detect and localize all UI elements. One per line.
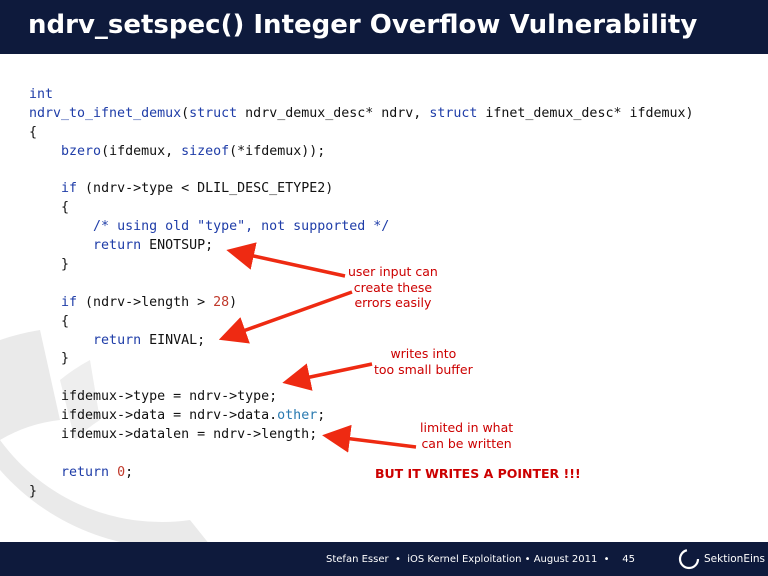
code-text: ENOTSUP;	[141, 238, 214, 254]
code-indent	[29, 181, 61, 196]
code-line: if (ndrv->length > 28)	[29, 294, 694, 313]
annotation-line: create these	[353, 279, 433, 295]
code-line: {	[29, 124, 694, 143]
code-number: 28	[213, 294, 230, 310]
code-text: ifdemux->datalen = ndrv->length;	[29, 427, 318, 443]
code-indent	[29, 295, 61, 310]
annotation-line: errors easily	[354, 295, 432, 310]
code-keyword: return	[93, 332, 142, 348]
code-line: ifdemux->type = ndrv->type;	[29, 388, 694, 407]
code-keyword: sizeof	[181, 143, 230, 159]
code-line: bzero(ifdemux, sizeof(*ifdemux));	[29, 143, 694, 162]
code-line: }	[29, 483, 694, 502]
code-function: bzero	[61, 143, 102, 159]
code-indent	[29, 238, 93, 253]
code-text: (ndrv->length >	[77, 294, 214, 310]
code-line: return ENOTSUP;	[29, 237, 694, 256]
code-line: if (ndrv->type < DLIL_DESC_ETYPE2)	[29, 180, 694, 199]
code-indent	[29, 333, 93, 348]
code-text: ;	[317, 408, 326, 424]
code-text: (ndrv->type < DLIL_DESC_ETYPE2)	[77, 181, 334, 197]
code-line: }	[29, 256, 694, 275]
annotation-line: limited in what	[420, 420, 514, 435]
code-keyword: return	[93, 238, 142, 254]
code-text: }	[29, 257, 70, 273]
code-line: return EINVAL;	[29, 332, 694, 351]
code-line: return 0;	[29, 464, 694, 483]
code-text: ifnet_demux_desc* ifdemux)	[477, 105, 694, 121]
code-text: ifdemux->data = ndrv->data.	[29, 408, 278, 424]
title-bar: ndrv_setspec() Integer Overflow Vulnerab…	[0, 0, 768, 54]
code-keyword: struct	[189, 105, 238, 121]
code-line: ifdemux->data = ndrv->data.other;	[29, 407, 694, 426]
code-text: {	[29, 124, 38, 140]
code-text: ;	[125, 464, 134, 480]
code-indent	[29, 219, 93, 234]
code-keyword: int	[29, 87, 54, 102]
code-line: {	[29, 313, 694, 332]
code-keyword: if	[61, 181, 78, 197]
footer-logo-text: SektionEins	[704, 553, 765, 565]
code-text: }	[29, 483, 38, 499]
code-text	[109, 465, 117, 480]
code-line: }	[29, 350, 694, 369]
code-indent	[29, 144, 61, 159]
code-line: ifdemux->datalen = ndrv->length;	[29, 426, 694, 445]
annotation-line: can be written	[421, 435, 512, 451]
code-text: EINVAL;	[141, 332, 206, 348]
code-blank-line	[29, 162, 694, 181]
annotation-limited-write: limited in what can be written	[420, 420, 513, 451]
footer-bar: Stefan Esser • iOS Kernel Exploitation •…	[0, 542, 768, 576]
code-line: {	[29, 199, 694, 218]
code-text: (	[181, 105, 190, 121]
code-number: 0	[117, 464, 126, 480]
annotation-line: too small buffer	[374, 361, 473, 377]
slide-title: ndrv_setspec() Integer Overflow Vulnerab…	[28, 10, 698, 40]
code-line: /* using old "type", not supported */	[29, 218, 694, 237]
annotation-writes-pointer: BUT IT WRITES A POINTER !!!	[375, 466, 581, 481]
annotation-small-buffer: writes into too small buffer	[374, 346, 473, 377]
footer-text: Stefan Esser • iOS Kernel Exploitation •…	[326, 554, 636, 565]
sektioneins-logo-icon	[678, 548, 700, 570]
code-text: ndrv_demux_desc* ndrv,	[237, 105, 430, 121]
code-keyword: struct	[429, 105, 478, 121]
code-member: other	[277, 408, 318, 424]
annotation-line: user input can	[348, 264, 438, 279]
code-function: ndrv_to_ifnet_demux	[29, 105, 182, 121]
code-comment: /* using old "type", not supported */	[93, 219, 390, 235]
code-line: int	[29, 86, 694, 105]
code-text: )	[229, 294, 238, 310]
code-text: (*ifdemux));	[229, 143, 326, 159]
code-keyword: return	[61, 464, 110, 480]
code-text: {	[29, 313, 70, 329]
code-keyword: if	[61, 294, 78, 310]
code-blank-line	[29, 369, 694, 388]
code-text: {	[29, 200, 70, 216]
annotation-user-input: user input can create these errors easil…	[348, 264, 438, 311]
code-text: }	[29, 351, 70, 367]
code-text: ifdemux->type = ndrv->type;	[29, 389, 278, 405]
code-text: (ifdemux,	[101, 143, 182, 159]
code-blank-line	[29, 445, 694, 464]
annotation-line: writes into	[390, 346, 457, 361]
code-indent	[29, 465, 61, 480]
code-line: ndrv_to_ifnet_demux(struct ndrv_demux_de…	[29, 105, 694, 124]
